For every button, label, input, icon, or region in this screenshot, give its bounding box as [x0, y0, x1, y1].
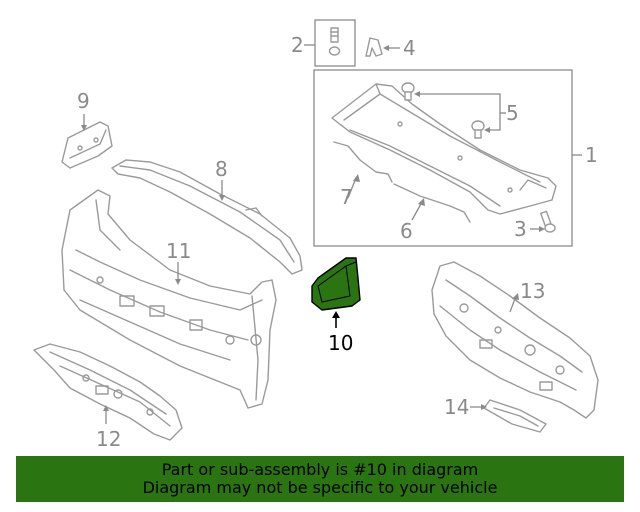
callout-3: 3 — [514, 217, 527, 241]
part-11-dash-panel — [61, 189, 277, 409]
callout-10: 10 — [328, 331, 353, 355]
callout-9: 9 — [77, 89, 90, 113]
part-14-strip — [470, 399, 547, 433]
part-4-clip — [365, 37, 400, 57]
part-1-box — [313, 69, 582, 247]
callout-1: 1 — [585, 143, 598, 167]
footer-banner: Part or sub-assembly is #10 in diagram D… — [16, 456, 624, 502]
parts-diagram: 2 4 1 5 7 — [33, 19, 599, 451]
callout-8: 8 — [215, 157, 228, 181]
part-8-crossmember — [111, 159, 303, 275]
part-9-bracket — [61, 114, 113, 169]
footer-line-2: Diagram may not be specific to your vehi… — [142, 478, 498, 497]
part-2-box — [304, 19, 356, 67]
part-12-lower-panel — [33, 343, 183, 441]
callout-2: 2 — [291, 33, 304, 57]
callout-7: 7 — [340, 185, 353, 209]
cowl-panel — [331, 83, 557, 215]
callout-13: 13 — [520, 279, 545, 303]
callout-5: 5 — [506, 101, 519, 125]
callout-14: 14 — [444, 395, 469, 419]
footer-line-1: Part or sub-assembly is #10 in diagram — [161, 460, 479, 479]
part-10-highlighted — [311, 257, 361, 328]
callout-12: 12 — [96, 427, 121, 451]
part-7-hose — [333, 141, 393, 199]
part-5-clips — [401, 82, 506, 139]
callout-11: 11 — [166, 239, 191, 263]
part-6-hose — [393, 183, 471, 223]
callout-6: 6 — [400, 219, 413, 243]
part-3-bolt — [530, 210, 556, 233]
part-13-insulator — [431, 261, 599, 419]
callout-4: 4 — [403, 36, 416, 60]
